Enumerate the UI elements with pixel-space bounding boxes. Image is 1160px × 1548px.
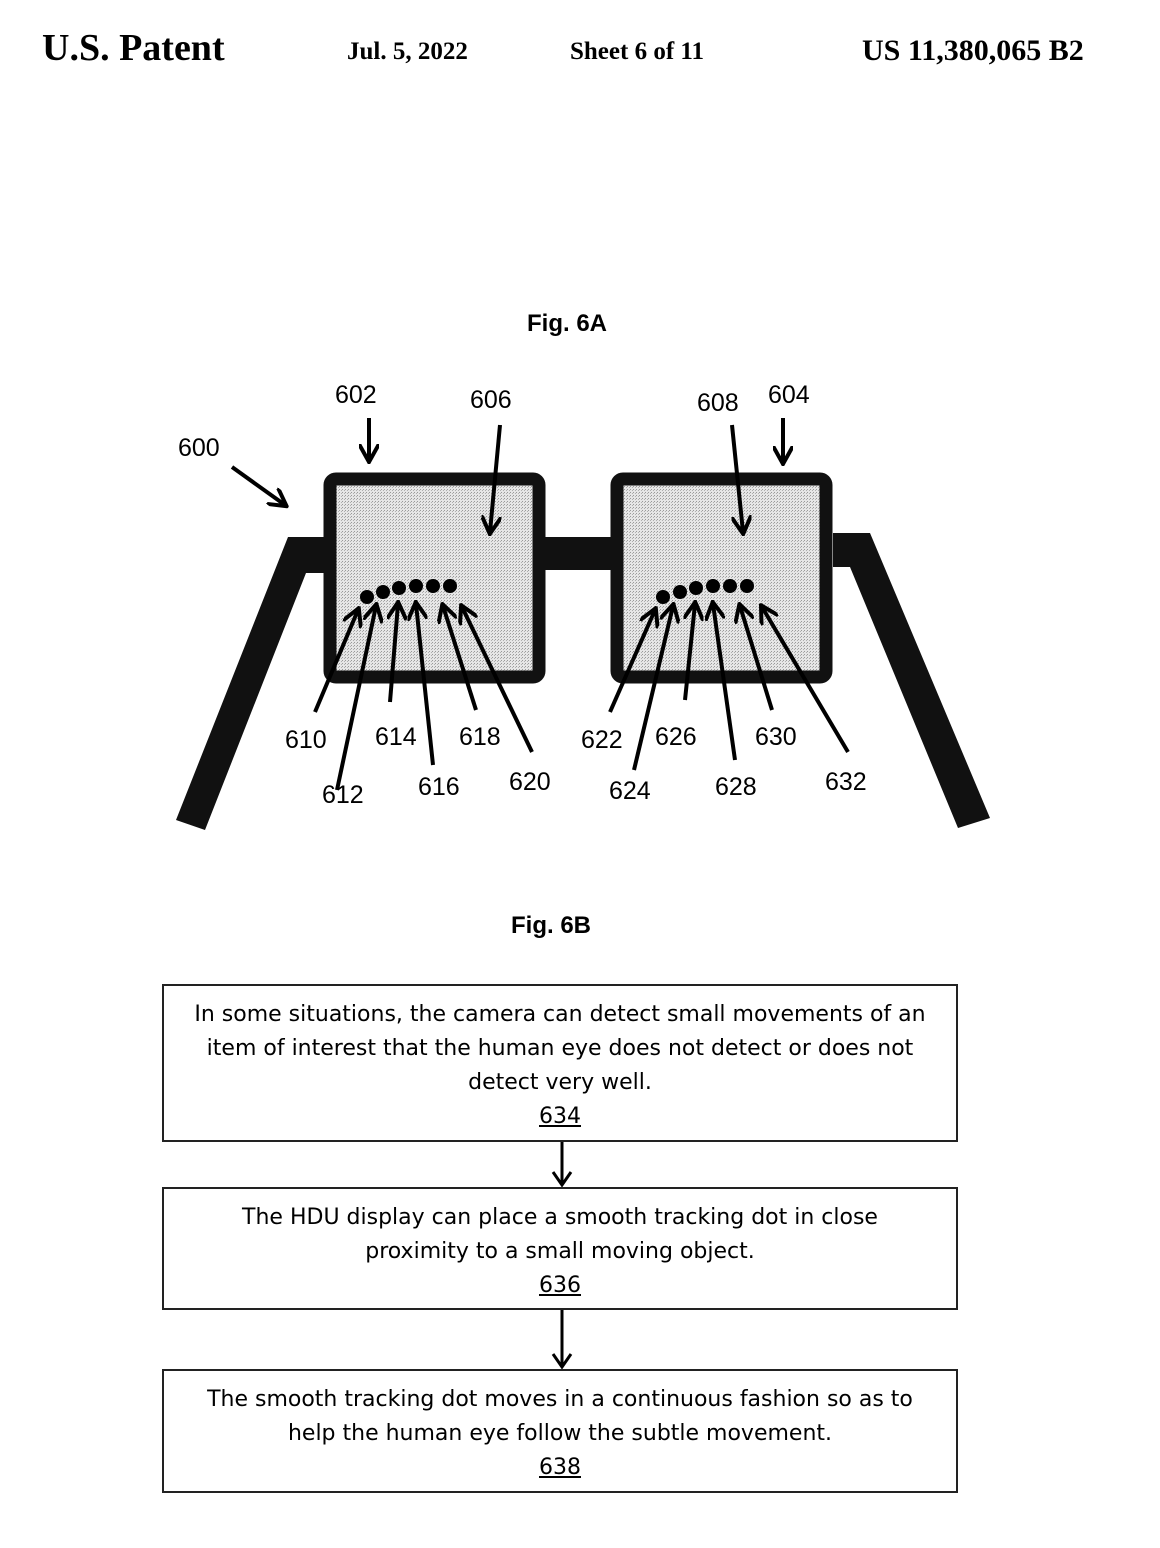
- step-ref: 636: [539, 1273, 581, 1298]
- fig-6a-diagram: 600 602 606 608 604 610 612 614 616 618 …: [176, 381, 990, 830]
- tracking-dot: [426, 579, 440, 593]
- arrow-610: [313, 610, 358, 713]
- ref-628: 628: [715, 773, 757, 801]
- ref-624: 624: [609, 777, 651, 805]
- tracking-dot: [360, 590, 374, 604]
- flow-step-634: In some situations, the camera can detec…: [162, 984, 958, 1142]
- fig-6a-label: Fig. 6A: [527, 310, 608, 337]
- sheet-number: Sheet 6 of 11: [570, 38, 705, 65]
- patent-title: U.S. Patent: [42, 27, 225, 69]
- right-temple-arm: [833, 533, 990, 828]
- left-temple-arm: [176, 537, 325, 830]
- arrow-620: [462, 607, 534, 753]
- patent-date: Jul. 5, 2022: [347, 38, 468, 65]
- tracking-dot: [689, 581, 703, 595]
- ref-616: 616: [418, 773, 460, 801]
- ref-626: 626: [655, 723, 697, 751]
- tracking-dot: [706, 579, 720, 593]
- ref-618: 618: [459, 723, 501, 751]
- ref-602: 602: [335, 381, 377, 409]
- ref-604: 604: [768, 381, 810, 409]
- arrow-628: [713, 604, 737, 761]
- leader-arrows: [230, 418, 850, 791]
- ref-612: 612: [322, 781, 364, 809]
- flow-arrow-1: [551, 1142, 573, 1188]
- arrow-600: [230, 465, 285, 505]
- ref-630: 630: [755, 723, 797, 751]
- arrow-612: [335, 606, 376, 791]
- tracking-dot: [443, 579, 457, 593]
- ref-622: 622: [581, 726, 623, 754]
- tracking-dot: [673, 585, 687, 599]
- ref-606: 606: [470, 386, 512, 414]
- arrow-618: [443, 606, 478, 711]
- left-lens-602: [323, 472, 546, 684]
- tracking-dot: [723, 579, 737, 593]
- arrow-622: [608, 610, 655, 713]
- right-lens-604: [610, 472, 833, 684]
- arrow-632: [762, 607, 850, 754]
- tracking-dot: [409, 579, 423, 593]
- tracking-dot: [392, 581, 406, 595]
- patent-number: US 11,380,065 B2: [862, 34, 1084, 67]
- ref-600: 600: [178, 434, 220, 462]
- arrow-606: [490, 424, 502, 532]
- tracking-dot: [376, 585, 390, 599]
- step-text: In some situations, the camera can detec…: [194, 1002, 926, 1095]
- tracking-dot: [656, 590, 670, 604]
- flow-arrow-2: [551, 1310, 573, 1370]
- step-ref: 634: [539, 1104, 581, 1129]
- flow-step-638: The smooth tracking dot moves in a conti…: [162, 1369, 958, 1493]
- arrow-626: [683, 604, 695, 701]
- ref-632: 632: [825, 768, 867, 796]
- ref-610: 610: [285, 726, 327, 754]
- flow-step-636: The HDU display can place a smooth track…: [162, 1187, 958, 1310]
- fig-6b-label: Fig. 6B: [511, 912, 592, 939]
- arrow-616: [416, 604, 435, 766]
- bridge: [545, 537, 613, 570]
- arrow-630: [740, 606, 774, 711]
- ref-620: 620: [509, 768, 551, 796]
- step-text: The smooth tracking dot moves in a conti…: [207, 1387, 913, 1446]
- ref-614: 614: [375, 723, 417, 751]
- arrow-624: [632, 606, 673, 771]
- tracking-dot: [740, 579, 754, 593]
- step-ref: 638: [539, 1455, 581, 1480]
- ref-608: 608: [697, 389, 739, 417]
- arrow-608: [730, 424, 743, 532]
- step-text: The HDU display can place a smooth track…: [242, 1205, 878, 1264]
